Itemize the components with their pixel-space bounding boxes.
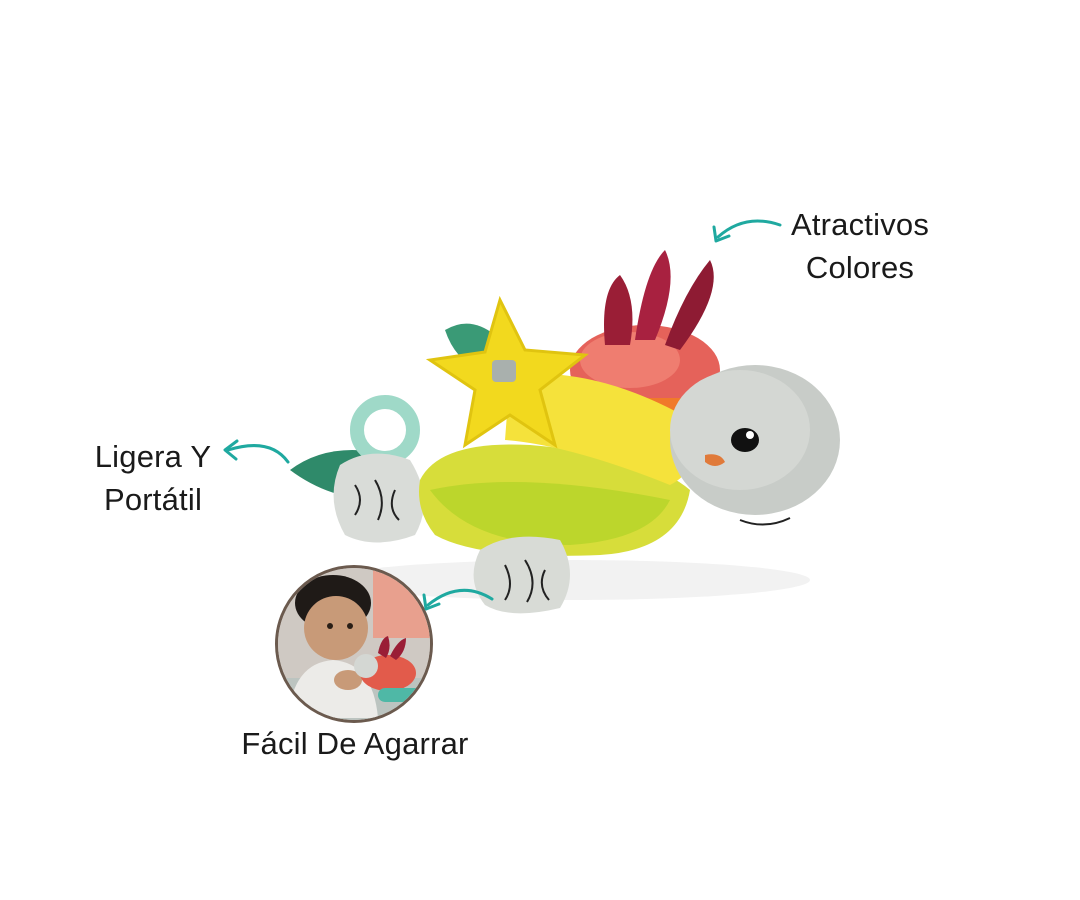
- label-ligera-portatil: Ligera Y Portátil: [78, 435, 228, 521]
- label-atractivos-colores: Atractivos Colores: [770, 203, 950, 289]
- label-colors-line2: Colores: [805, 250, 915, 285]
- label-light-line2: Portátil: [103, 482, 203, 517]
- baby-with-toy-image: [278, 568, 430, 720]
- curved-arrow-icon: [712, 219, 782, 243]
- turtle-plush-toy-image: [290, 250, 840, 614]
- label-grip-line1: Fácil De Agarrar: [241, 726, 469, 761]
- label-colors-line1: Atractivos: [790, 207, 930, 242]
- curved-arrow-icon: [223, 439, 290, 464]
- curved-arrow-icon: [422, 588, 494, 611]
- label-facil-agarrar: Fácil De Agarrar: [215, 722, 495, 765]
- label-light-line1: Ligera Y: [94, 439, 212, 474]
